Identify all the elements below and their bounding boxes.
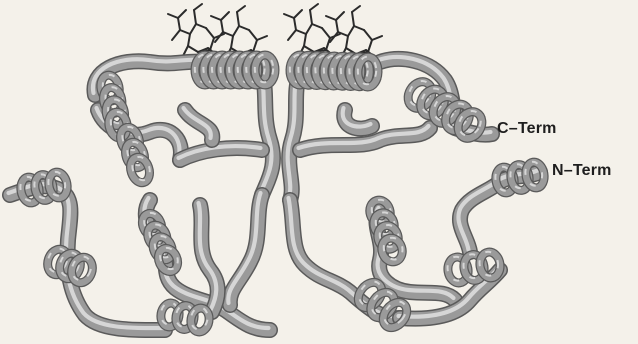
loop-center-b — [288, 70, 300, 200]
helix-top-left — [195, 55, 275, 85]
backbone-tube — [9, 57, 541, 330]
loop-left-hook — [184, 108, 213, 140]
n-terminus-label: N–Term — [552, 162, 612, 180]
loop-left-link — [179, 146, 263, 160]
helix-lower-left-outer — [44, 246, 95, 285]
loop-lower-left-b — [228, 193, 262, 305]
helix-lower-left-bottom — [159, 301, 211, 333]
helix-lower-right-inner — [367, 197, 405, 264]
c-terminus-label: C–Term — [497, 120, 557, 138]
loop-right-hook — [343, 108, 372, 129]
helix-top-right — [289, 54, 378, 87]
